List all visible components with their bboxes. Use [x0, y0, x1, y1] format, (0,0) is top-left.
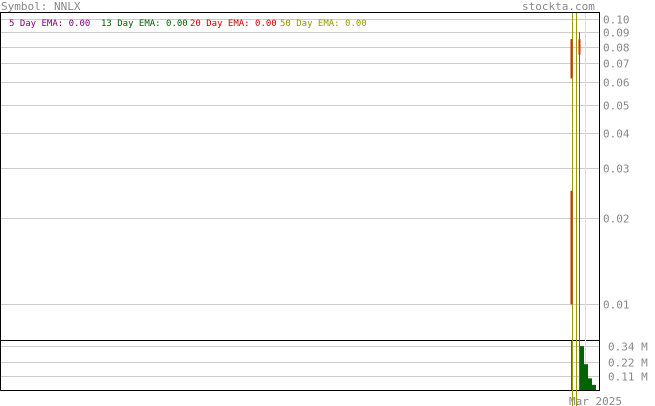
candle-body [570, 39, 573, 79]
ema13-value: 0.00 [166, 19, 188, 29]
ema5-legend: 5 Day EMA: 0.00 [9, 19, 90, 29]
ema13-label: 13 Day EMA: [101, 19, 161, 29]
volume-bar [580, 346, 584, 390]
volume-tick-label: 0.34 M [608, 341, 648, 354]
candle-body [570, 190, 573, 305]
volume-tick-label: 0.11 M [608, 371, 648, 384]
price-tick-label: 0.02 [603, 213, 630, 226]
ema50-legend: 50 Day EMA: 0.00 [280, 19, 367, 29]
symbol-label: Symbol: NNLX [1, 0, 81, 13]
volume-panel-frame [0, 340, 600, 391]
price-tick-label: 0.08 [603, 42, 630, 55]
price-tick-label: 0.04 [603, 128, 630, 141]
price-grid [1, 19, 599, 305]
ema20-value: 0.00 [255, 19, 277, 29]
ema5-value: 0.00 [68, 19, 91, 29]
price-tick-label: 0.09 [603, 27, 630, 40]
candle-body [578, 39, 581, 55]
brand-label: stockta.com [522, 0, 595, 13]
ema50-value: 0.00 [345, 19, 367, 29]
volume-bar [584, 364, 588, 390]
volume-axis: 0.34 M 0.22 M0.11 M [608, 341, 648, 384]
ema20-legend: 20 Day EMA: 0.00 [190, 19, 277, 29]
price-axis: 0.100.09 0.08 0.07 0.06 0.05 0.04 0.03 0.02 0.01 [603, 14, 630, 312]
price-tick-label: 0.06 [603, 77, 630, 90]
price-tick-label: 0.10 [603, 14, 630, 27]
price-panel-frame [0, 12, 600, 341]
ema5-label: 5 Day EMA: [9, 19, 64, 29]
volume-bar [588, 378, 592, 390]
price-tick-label: 0.05 [603, 100, 630, 113]
ema50-label: 50 Day EMA: [280, 19, 340, 29]
volume-grid [1, 346, 599, 377]
price-tick-label: 0.01 [603, 299, 630, 312]
volume-bar [592, 384, 596, 390]
ema20-label: 20 Day EMA: [190, 19, 250, 29]
price-tick-label: 0.07 [603, 58, 630, 71]
x-axis-label: Mar 2025 [569, 395, 622, 406]
chart-marks: Mar 2025 [569, 13, 622, 406]
volume-tick-label: 0.22 M [608, 357, 648, 370]
price-tick-label: 0.03 [603, 163, 630, 176]
ema13-legend: 13 Day EMA: 0.00 [101, 19, 188, 29]
